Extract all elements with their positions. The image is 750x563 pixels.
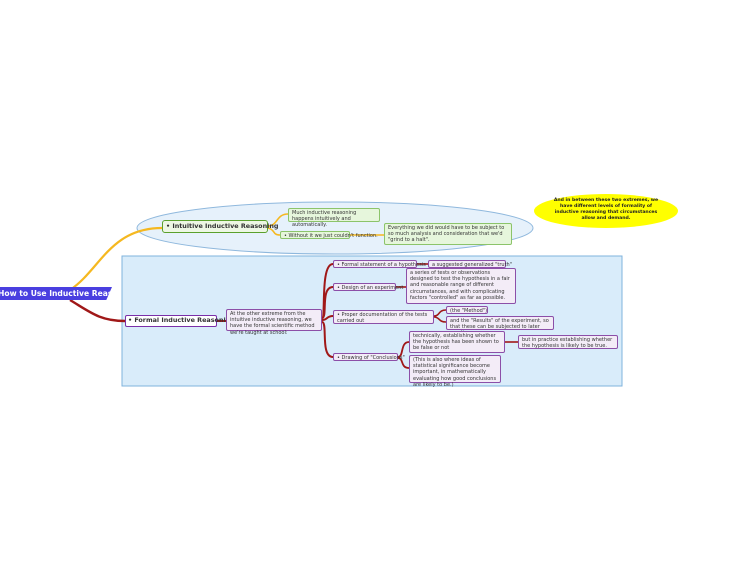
link-intro-design (321, 286, 334, 319)
proper-node[interactable]: Proper documentation of the tests carrie… (333, 310, 434, 324)
formal-branch-node[interactable]: Formal Inductive Reasoning (125, 315, 235, 327)
drawing-node[interactable]: Drawing of "Conclusions" (333, 353, 405, 361)
method-node[interactable]: (the "Method") (446, 306, 488, 314)
intuitive-without-node[interactable]: Without it we just couldn't function. (280, 231, 378, 239)
intuitive-everything-node[interactable]: Everything we did would have to be subje… (384, 223, 512, 245)
link-intuitive-without (267, 227, 281, 236)
root-node[interactable]: How to Use Inductive Reasoning (0, 287, 112, 300)
technically-node[interactable]: technically, establishing whether the hy… (409, 331, 505, 353)
root-label: How to Use Inductive Reasoning (0, 289, 112, 298)
results-node[interactable]: and the "Results" of the experiment, so … (446, 316, 554, 336)
link-root-formal (69, 298, 126, 323)
design-detail-node[interactable]: a series of tests or observations design… (406, 268, 516, 304)
design-node[interactable]: Design of an experiment (333, 283, 403, 291)
link-proper-results (433, 316, 447, 323)
link-drawing-technically (397, 341, 410, 358)
link-root-intuitive (69, 226, 163, 291)
hypothesis-node[interactable]: Formal statement of a hypothesis (333, 260, 426, 268)
callout-shape (534, 194, 678, 228)
intuitive-branch-node[interactable]: Intuitive Inductive Reasoning (162, 220, 278, 233)
truth-node[interactable]: a suggested generalized "truth" (428, 260, 512, 268)
callout-text[interactable]: And in between these two extremes, we ha… (553, 198, 659, 221)
practice-node[interactable]: but in practice establishing whether the… (518, 335, 618, 349)
link-drawing-statistical (397, 357, 410, 369)
intuitive-much-node[interactable]: Much inductive reasoning happens intuiti… (288, 208, 380, 228)
link-intro-proper (321, 315, 334, 321)
statistical-node[interactable]: (This is also where ideas of statistical… (409, 355, 501, 388)
intuitive-branch-label: Intuitive Inductive Reasoning (166, 222, 278, 230)
link-intuitive-much (267, 213, 289, 227)
formal-intro-node[interactable]: At the other extreme from the intuitive … (226, 309, 322, 336)
link-proper-method (433, 309, 447, 317)
link-intro-drawing (321, 321, 334, 358)
